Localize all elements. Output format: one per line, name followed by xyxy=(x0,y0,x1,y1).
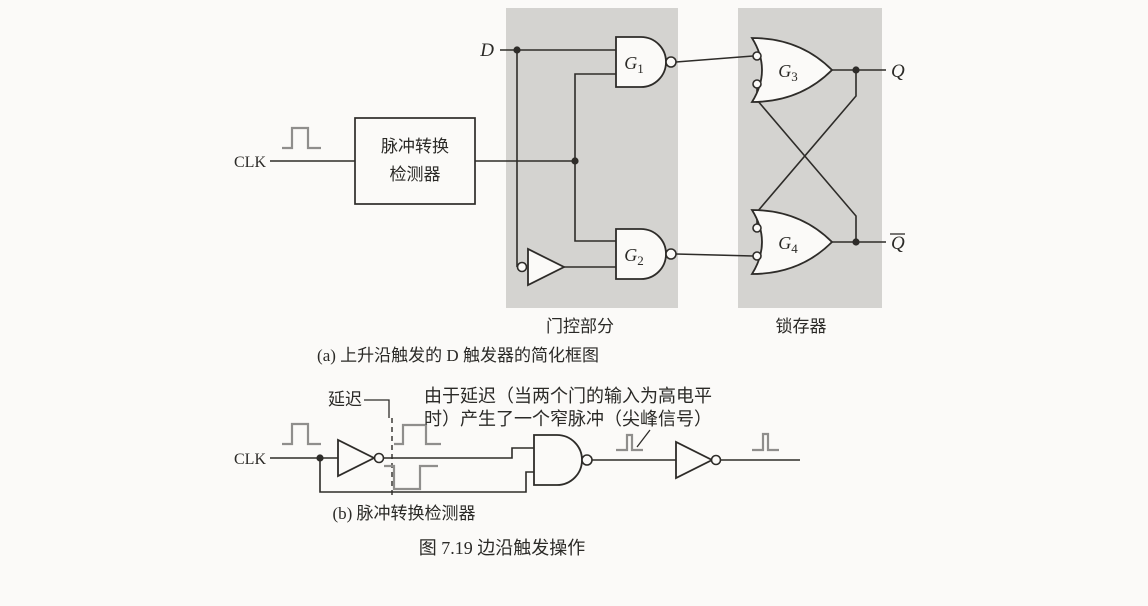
g4-input-bubble-bottom-icon xyxy=(752,251,762,261)
clk-input-label-b: CLK xyxy=(234,451,266,468)
delay-label: 延迟 xyxy=(328,390,362,409)
latch-section-label: 锁存器 xyxy=(776,317,827,336)
g1-to-g3-wire xyxy=(675,55,754,63)
part-b-wires xyxy=(270,447,800,493)
q-bar-output-label: Q xyxy=(891,233,905,254)
clk-pulse-icon-a xyxy=(282,126,321,150)
inverter1-output-bubble-icon xyxy=(373,452,385,464)
g4-gate-label: G4 xyxy=(778,233,798,256)
g2-gate-label: G2 xyxy=(624,245,644,268)
spike-note-line2: 时）产生了一个窄脉冲（尖峰信号） xyxy=(424,409,712,429)
spike-waveform-2 xyxy=(752,432,779,452)
g4-input-bubble-top-icon xyxy=(752,223,762,233)
d-input-label: D xyxy=(479,40,494,61)
g4-latch-gate xyxy=(750,209,834,275)
clk-direct-wire xyxy=(319,458,534,493)
detector-nand-gate xyxy=(533,434,583,486)
d-inverter-gate xyxy=(527,247,567,287)
part-b-caption: (b) 脉冲转换检测器 xyxy=(332,504,475,523)
g3-latch-gate xyxy=(750,37,834,103)
spike-waveform-1 xyxy=(616,433,643,452)
spike-note-line1: 由于延迟（当两个门的输入为高电平 xyxy=(424,386,712,406)
g1-output-bubble-icon xyxy=(665,56,677,68)
q-output-label: Q xyxy=(891,61,905,82)
delayed-pulse-waveform xyxy=(394,423,441,446)
spike-note-pointer-line xyxy=(636,429,651,448)
g3-input-bubble-top-icon xyxy=(752,51,762,61)
g3-gate-label: G3 xyxy=(778,61,798,84)
inverter1-output-wire xyxy=(383,447,534,459)
clk-branch-junction-dot-b xyxy=(316,454,324,462)
clk-pulse-icon-b xyxy=(282,422,321,446)
pulse-detector-box xyxy=(354,117,476,205)
part-a-wires xyxy=(270,49,886,268)
part-a-flipflop-diagram: 脉冲转换 检测器 D CLK G1 G2 G3 G4 xyxy=(234,8,905,365)
d-branch-junction-dot xyxy=(513,46,521,54)
gating-section-label: 门控部分 xyxy=(546,317,614,336)
detector-inverter1-gate xyxy=(337,438,377,478)
nand-output-bubble-icon xyxy=(581,454,593,466)
inverter2-output-bubble-icon xyxy=(710,454,722,466)
detector-inverter2-gate xyxy=(675,440,715,480)
detector-box-label-line1: 脉冲转换 xyxy=(381,137,449,156)
figure-caption: 图 7.19 边沿触发操作 xyxy=(419,538,586,558)
inverted-pulse-waveform xyxy=(384,464,438,491)
g1-gate-label: G1 xyxy=(624,53,644,76)
g2-output-bubble-icon xyxy=(665,248,677,260)
delay-pointer-line xyxy=(364,399,390,418)
g3-output-junction-dot xyxy=(852,66,860,74)
clk-branch-junction-dot xyxy=(571,157,579,165)
g4-output-junction-dot xyxy=(852,238,860,246)
d-inverter-input-bubble-icon xyxy=(516,261,528,273)
part-a-caption: (a) 上升沿触发的 D 触发器的简化框图 xyxy=(317,346,599,365)
g3-input-bubble-bottom-icon xyxy=(752,79,762,89)
g2-to-g4-wire xyxy=(675,253,754,257)
detector-box-label-line2: 检测器 xyxy=(390,165,441,184)
part-b-detector-diagram: 延迟 CLK 由于延迟（当两个门的输入为高电平 时）产生了一个窄脉冲（尖峰信号）… xyxy=(234,386,800,523)
clk-input-label-a: CLK xyxy=(234,154,266,171)
